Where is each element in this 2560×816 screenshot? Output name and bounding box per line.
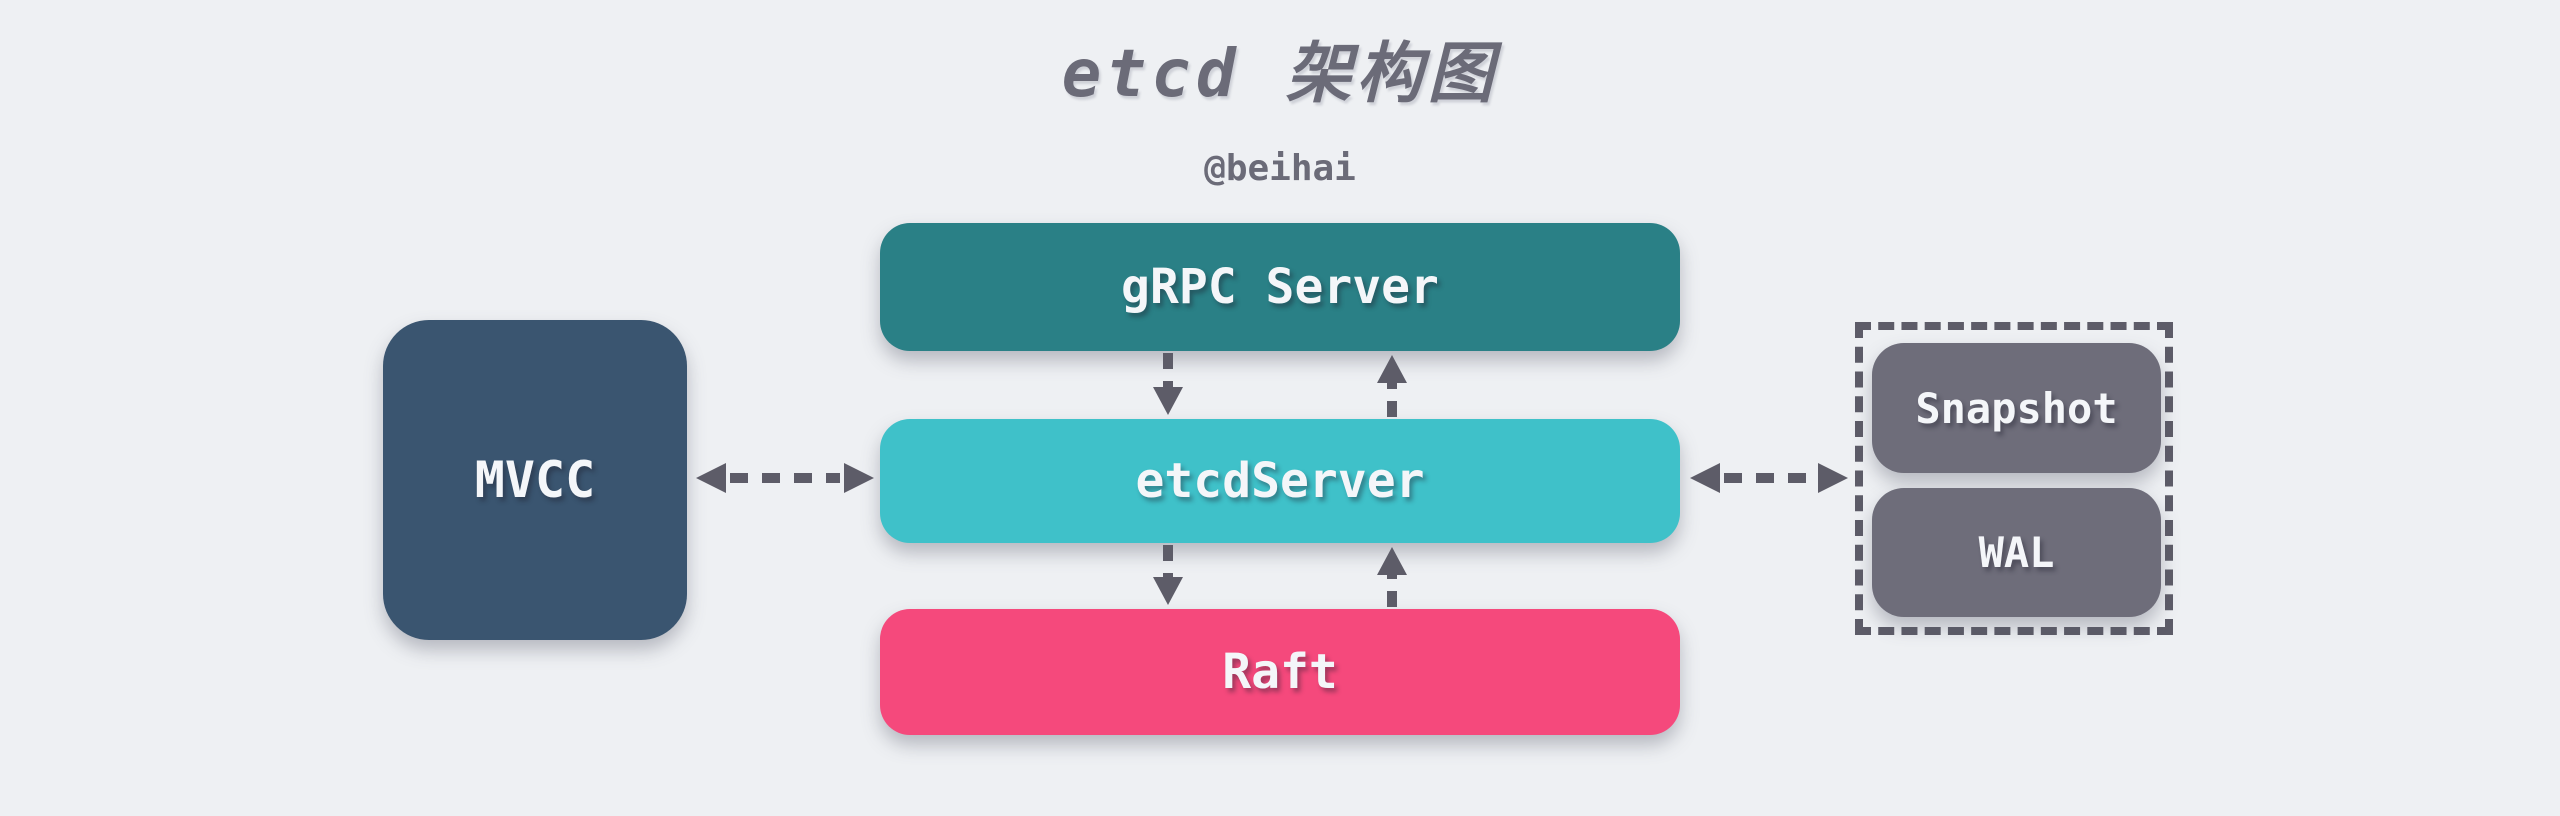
- node-mvcc: MVCC: [383, 320, 687, 640]
- node-etcdserver: etcdServer: [880, 419, 1680, 543]
- node-mvcc-label: MVCC: [474, 451, 596, 509]
- arrow-grpc-to-etcdserver-down-icon: [1153, 353, 1183, 415]
- arrow-etcdserver-to-raft-down-icon: [1153, 545, 1183, 605]
- diagram-title: etcd 架构图: [1061, 35, 1499, 112]
- node-snapshot: Snapshot: [1872, 343, 2161, 473]
- node-wal: WAL: [1872, 488, 2161, 617]
- node-raft-label: Raft: [1222, 644, 1338, 700]
- diagram-author: @beihai: [1204, 148, 1356, 189]
- node-grpc-server: gRPC Server: [880, 223, 1680, 351]
- arrow-mvcc-etcdserver-bidirectional-icon: [696, 463, 874, 493]
- node-grpc-server-label: gRPC Server: [1121, 259, 1439, 315]
- node-etcdserver-label: etcdServer: [1135, 453, 1425, 509]
- arrow-etcdserver-storage-bidirectional-icon: [1690, 463, 1848, 493]
- node-snapshot-label: Snapshot: [1915, 383, 2118, 433]
- storage-group-dashed-frame: Snapshot WAL: [1855, 322, 2173, 635]
- arrow-raft-to-etcdserver-up-icon: [1377, 547, 1407, 607]
- node-raft: Raft: [880, 609, 1680, 735]
- node-wal-label: WAL: [1978, 528, 2055, 577]
- arrow-etcdserver-to-grpc-up-icon: [1377, 355, 1407, 417]
